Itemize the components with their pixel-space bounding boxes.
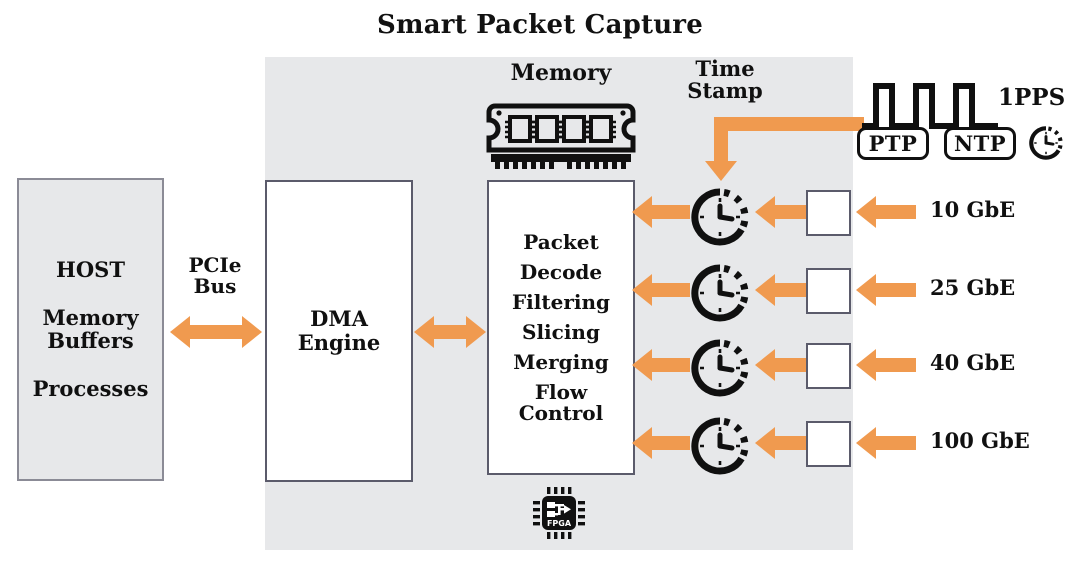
packet-processing-box[interactable]: Packet Decode Filtering Slicing Merging … xyxy=(487,180,635,475)
port-box[interactable] xyxy=(806,268,851,314)
port-to-clock-arrow xyxy=(632,427,690,459)
port-speed-label: 10 GbE xyxy=(930,197,1016,222)
port-to-clock-arrow xyxy=(632,349,690,381)
line-inbound-arrow xyxy=(856,196,916,228)
page-title: Smart Packet Capture xyxy=(377,10,703,40)
host-label-title: HOST xyxy=(56,257,125,282)
time-stamp-label: Time Stamp xyxy=(687,56,763,104)
pipeline-stage-list: Packet Decode Filtering Slicing Merging … xyxy=(489,182,633,473)
clock-icon xyxy=(1029,126,1063,160)
ptp-badge[interactable]: PTP xyxy=(857,127,929,160)
dimm-icon xyxy=(486,103,636,169)
port-box[interactable] xyxy=(806,343,851,389)
pps-label: 1PPS xyxy=(998,84,1066,111)
line-inbound-arrow xyxy=(856,349,916,381)
pipeline-stage-decode: Decode xyxy=(519,259,603,284)
port-inbound-arrow xyxy=(755,196,807,228)
square-wave-icon xyxy=(862,83,998,129)
host-label-processes: Processes xyxy=(32,375,149,401)
pipeline-stage-packet: Packet xyxy=(523,229,599,254)
host-box[interactable]: HOST Memory Buffers Processes xyxy=(17,178,164,481)
ntp-badge[interactable]: NTP xyxy=(944,127,1016,160)
port-box[interactable] xyxy=(806,190,851,236)
port-to-clock-arrow xyxy=(632,196,690,228)
dma-engine-box[interactable]: DMA Engine xyxy=(265,180,413,482)
pipeline-stage-slicing: Slicing xyxy=(522,319,600,344)
fpga-chip-icon: FPGA xyxy=(533,487,585,539)
memory-label: Memory xyxy=(510,60,612,86)
host-box-labels: HOST Memory Buffers Processes xyxy=(19,180,162,479)
dma-pipeline-arrow xyxy=(414,316,486,348)
port-speed-label: 40 GbE xyxy=(930,350,1016,375)
port-speed-label: 25 GbE xyxy=(930,275,1016,300)
port-inbound-arrow xyxy=(755,349,807,381)
host-label-memory-buffers: Memory Buffers xyxy=(42,305,139,353)
pipeline-stage-flow-control: Flow Control xyxy=(518,379,604,425)
port-box[interactable] xyxy=(806,421,851,467)
clock-icon xyxy=(691,188,749,246)
dma-engine-label: DMA Engine xyxy=(297,305,381,355)
port-inbound-arrow xyxy=(755,427,807,459)
clock-icon xyxy=(691,339,749,397)
line-inbound-arrow xyxy=(856,274,916,306)
port-inbound-arrow xyxy=(755,274,807,306)
pipeline-stage-filtering: Filtering xyxy=(511,289,611,314)
clock-icon xyxy=(691,417,749,475)
pcie-bus-arrow xyxy=(170,316,262,348)
svg-text:FPGA: FPGA xyxy=(547,519,572,528)
pcie-bus-label: PCIe Bus xyxy=(188,253,242,298)
port-speed-label: 100 GbE xyxy=(930,428,1030,453)
time-stamp-feed-arrow xyxy=(705,117,864,185)
clock-icon xyxy=(691,264,749,322)
line-inbound-arrow xyxy=(856,427,916,459)
pipeline-stage-merging: Merging xyxy=(513,349,609,374)
port-to-clock-arrow xyxy=(632,274,690,306)
